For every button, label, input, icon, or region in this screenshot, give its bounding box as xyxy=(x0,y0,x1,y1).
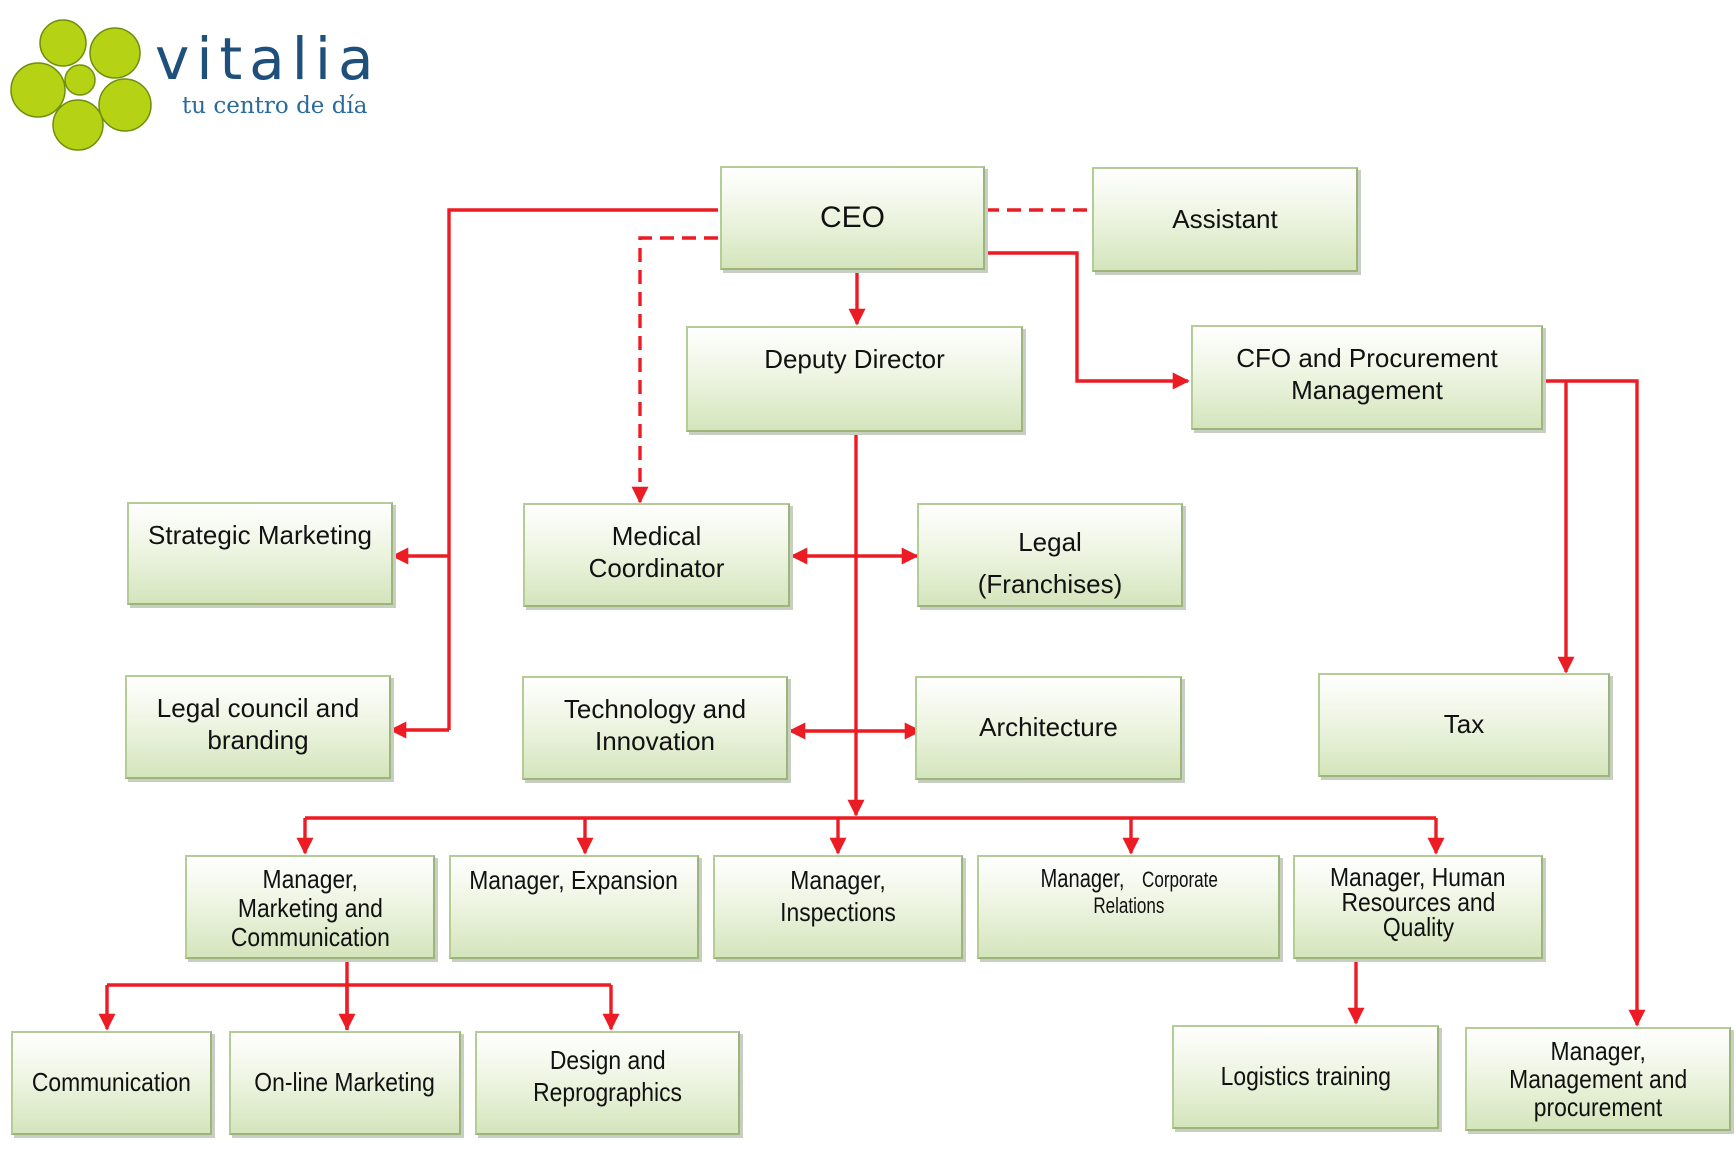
connector-ceo-cfo xyxy=(985,251,1190,390)
vitalia-logo: vitalia tu centro de día xyxy=(0,0,400,160)
box-mgr-marketing-line1: Manager, xyxy=(262,864,358,894)
box-mgr-inspections[interactable]: Manager, Inspections xyxy=(713,855,963,959)
box-design-line2: Reprographics xyxy=(533,1076,682,1107)
box-strategic-marketing-label: Strategic Marketing xyxy=(148,520,372,550)
box-mgr-marketing-line2: Marketing and xyxy=(237,893,383,924)
box-mgr-corporate-line3: Relations xyxy=(1092,893,1165,918)
box-online-marketing[interactable]: On-line Marketing xyxy=(229,1031,461,1135)
box-mgr-hr-line3: Quality xyxy=(1382,912,1454,943)
box-cfo-line2: Management xyxy=(1291,374,1443,405)
box-logistics-label: Logistics training xyxy=(1220,1061,1391,1092)
box-strategic-marketing[interactable]: Strategic Marketing xyxy=(127,502,393,605)
box-online-marketing-label: On-line Marketing xyxy=(254,1067,436,1098)
box-assistant-label: Assistant xyxy=(1172,203,1278,234)
box-mgr-expansion[interactable]: Manager, Expansion xyxy=(449,855,699,959)
box-legal[interactable]: Legal (Franchises) xyxy=(917,503,1183,607)
box-cfo[interactable]: CFO and Procurement Management xyxy=(1191,325,1543,430)
box-mgr-procurement-line3: procurement xyxy=(1533,1092,1663,1123)
box-legal-council-line2: branding xyxy=(207,724,309,755)
box-tax-label: Tax xyxy=(1443,709,1485,740)
box-deputy-director[interactable]: Deputy Director xyxy=(686,326,1023,432)
box-legal-council-line1: Legal council and xyxy=(156,693,360,723)
box-communication[interactable]: Communication xyxy=(11,1031,212,1135)
box-mgr-corporate-line2: Corporate xyxy=(1141,867,1218,892)
box-ceo[interactable]: CEO xyxy=(720,166,985,270)
box-mgr-hr[interactable]: Manager, Human Resources and Quality xyxy=(1293,855,1543,959)
box-mgr-procurement[interactable]: Manager, Management and procurement xyxy=(1465,1027,1731,1131)
box-technology-line2: Innovation xyxy=(595,725,715,756)
box-medical-coordinator-line2: Coordinator xyxy=(588,552,725,583)
box-design[interactable]: Design and Reprographics xyxy=(475,1031,740,1135)
connector-cfo-spine xyxy=(1543,379,1646,1027)
logo-circles-icon xyxy=(10,19,152,151)
box-deputy-director-label: Deputy Director xyxy=(764,344,945,374)
box-mgr-expansion-label: Manager, Expansion xyxy=(469,865,679,895)
box-architecture[interactable]: Architecture xyxy=(915,676,1182,780)
box-mgr-hr-line2: Resources and xyxy=(1341,887,1495,918)
box-mgr-marketing-line3: Communication xyxy=(230,922,390,953)
box-logistics[interactable]: Logistics training xyxy=(1172,1025,1439,1129)
box-ceo-label: CEO xyxy=(819,200,885,234)
connector-ceo-medical-coordinator xyxy=(631,236,718,504)
box-architecture-label: Architecture xyxy=(979,712,1118,743)
box-tax[interactable]: Tax xyxy=(1318,673,1610,777)
box-mgr-hr-line1: Manager, Human xyxy=(1330,862,1506,892)
box-legal-council[interactable]: Legal council and branding xyxy=(125,675,391,779)
box-medical-coordinator[interactable]: Medical Coordinator xyxy=(523,503,790,607)
box-communication-label: Communication xyxy=(32,1067,191,1098)
box-technology[interactable]: Technology and Innovation xyxy=(522,676,788,780)
box-assistant[interactable]: Assistant xyxy=(1092,167,1358,272)
box-mgr-corporate-line1: Manager, xyxy=(1040,863,1125,893)
box-legal-line1: Legal xyxy=(1018,527,1082,557)
box-design-line1: Design and xyxy=(549,1045,666,1075)
connector-ceo-left-spine xyxy=(447,208,718,730)
box-medical-coordinator-line1: Medical xyxy=(611,521,702,551)
brand-name: vitalia xyxy=(155,25,381,93)
box-technology-line1: Technology and xyxy=(563,694,747,724)
box-legal-line2: (Franchises) xyxy=(977,569,1123,600)
brand-tagline: tu centro de día xyxy=(182,93,368,119)
box-mgr-corporate[interactable]: Manager, Corporate Relations xyxy=(977,855,1280,959)
box-cfo-line1: CFO and Procurement xyxy=(1236,343,1498,373)
box-mgr-procurement-line2: Management and xyxy=(1508,1064,1688,1095)
box-mgr-marketing[interactable]: Manager, Marketing and Communication xyxy=(185,855,435,959)
box-mgr-inspections-label: Manager, Inspections xyxy=(780,865,896,927)
box-mgr-procurement-line1: Manager, xyxy=(1550,1036,1646,1066)
